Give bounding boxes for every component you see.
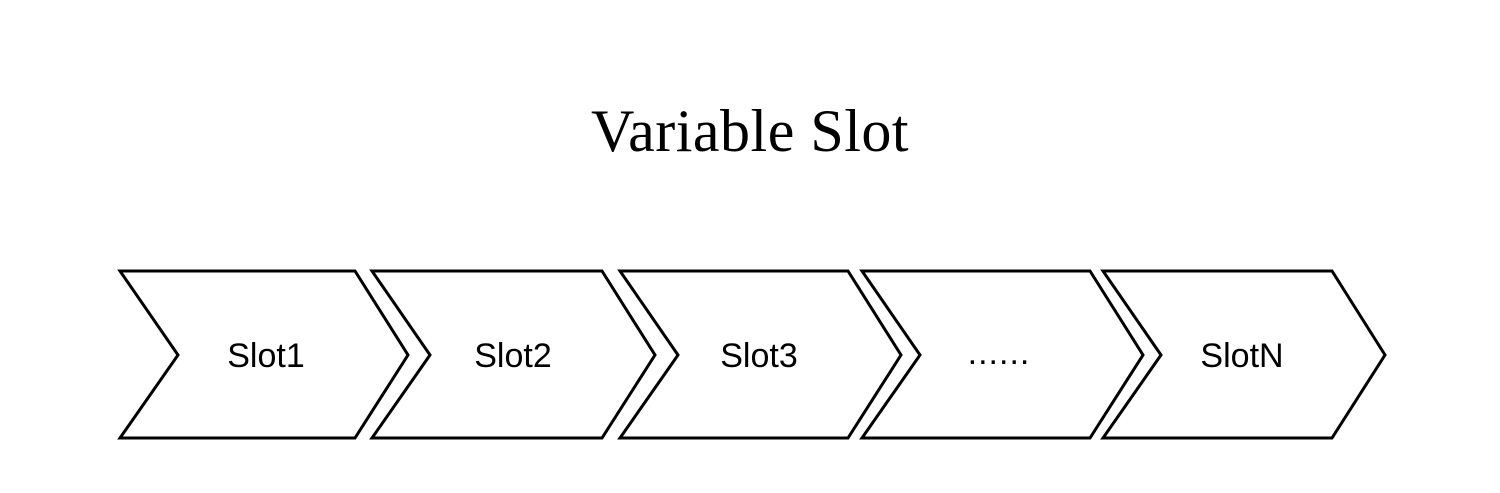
- chevron-label-slot-3: Slot3: [720, 337, 798, 375]
- chevron-slot-4[interactable]: [862, 271, 1143, 438]
- chevron-slot-1[interactable]: [120, 271, 408, 438]
- chevron-label-ellipsis: ......: [967, 334, 1031, 372]
- chevron-slot-2[interactable]: [372, 271, 655, 438]
- page-title: Variable Slot: [590, 98, 910, 164]
- chevron-slot-3[interactable]: [620, 271, 901, 438]
- chevron-label-slot-2: Slot2: [474, 337, 552, 375]
- chevron-label-slot-n: SlotN: [1200, 337, 1284, 375]
- chevron-slot-5[interactable]: [1103, 271, 1385, 438]
- chevron-label-slot-1: Slot1: [227, 337, 305, 375]
